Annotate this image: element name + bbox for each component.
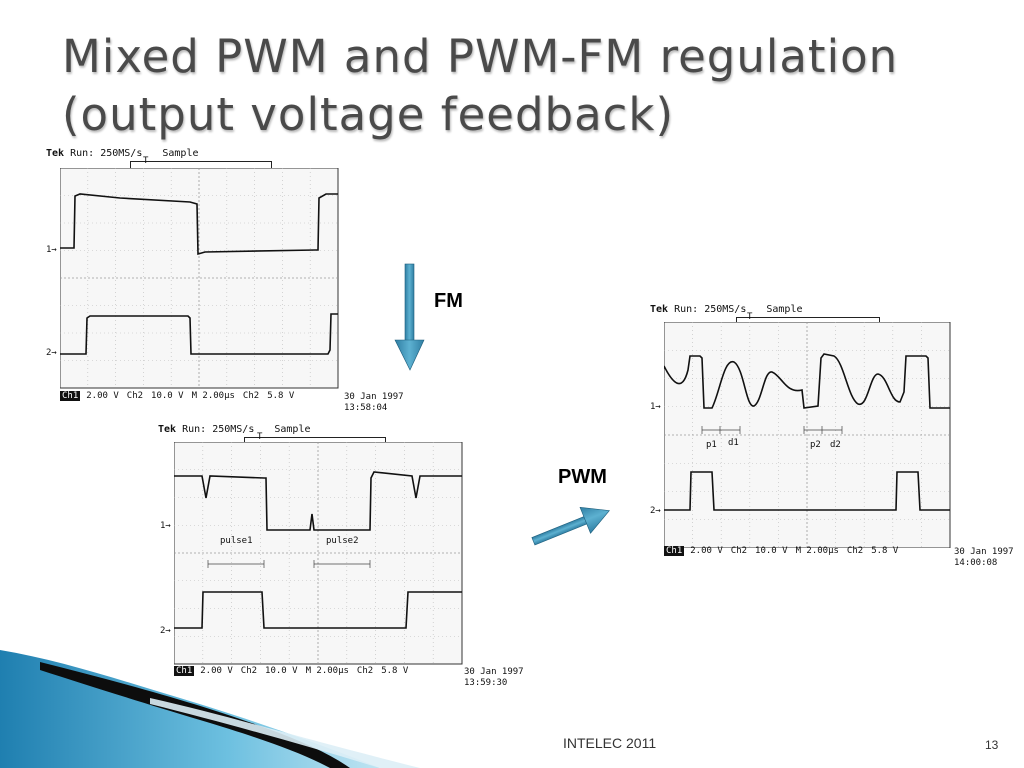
ch2-label: Ch2 <box>730 546 748 556</box>
trigger-source: Ch2 <box>356 666 374 676</box>
fm-arrow <box>394 263 425 371</box>
pulse1-label: pulse1 <box>220 536 253 546</box>
record-bracket: T <box>244 432 386 444</box>
ch1-badge: Ch1 <box>664 546 685 556</box>
ch2-level-marker: 2→ <box>46 348 57 358</box>
ch1-level-marker: 1→ <box>160 521 171 531</box>
capture-time: 14:00:08 <box>954 558 998 568</box>
scope-bottom-middle: Tek Run: 250MS/s Sample T 1→ 2→ pulse1 p… <box>158 424 538 694</box>
ch2-label: Ch2 <box>126 391 144 401</box>
pwm-arrow <box>531 506 610 546</box>
ch2-level-marker: 2→ <box>160 626 171 636</box>
scope-header: Tek Run: 250MS/s Sample <box>46 148 199 159</box>
ch2-level-marker: 2→ <box>650 506 661 516</box>
p2-label: p2 <box>810 440 821 450</box>
trigger-level: 5.8 V <box>381 666 409 676</box>
scope-settings: Ch1 2.00 V Ch2 10.0 V M 2.00µs Ch2 5.8 V <box>60 391 294 401</box>
ch1-waveform <box>664 353 950 409</box>
scope-top-left: Tek Run: 250MS/s Sample T 1→ 2→ Ch1 2.00 … <box>46 148 406 418</box>
tek-label: Tek <box>158 424 177 435</box>
record-bracket: T <box>736 312 880 324</box>
timebase: M 2.00µs <box>305 666 349 676</box>
ch2-label: Ch2 <box>240 666 258 676</box>
pulse2-label: pulse2 <box>326 536 359 546</box>
scope-timestamp: 30 Jan 1997 13:59:30 <box>464 667 524 689</box>
footer-conference: INTELEC 2011 <box>563 735 657 751</box>
capture-date: 30 Jan 1997 <box>464 667 524 677</box>
slide-title: Mixed PWM and PWM-FM regulation (output … <box>62 28 1002 144</box>
acq-mode: Sample <box>162 148 199 159</box>
ch1-waveform <box>60 193 338 256</box>
scope-timestamp: 30 Jan 1997 13:58:04 <box>344 392 404 414</box>
timebase: M 2.00µs <box>191 391 235 401</box>
scope-screen <box>174 442 463 665</box>
trigger-source: Ch2 <box>242 391 260 401</box>
scope-settings: Ch1 2.00 V Ch2 10.0 V M 2.00µs Ch2 5.8 V <box>174 666 408 676</box>
capture-date: 30 Jan 1997 <box>954 547 1014 557</box>
trigger-level: 5.8 V <box>871 546 899 556</box>
scope-right: Tek Run: 250MS/s Sample T 1→ 2→ p1 d1 p2… <box>650 304 1020 574</box>
ch1-scale: 2.00 V <box>200 666 233 676</box>
capture-date: 30 Jan 1997 <box>344 392 404 402</box>
acq-mode: Sample <box>766 304 803 315</box>
ch1-badge: Ch1 <box>174 666 195 676</box>
slide-title-line1: Mixed PWM and PWM-FM regulation <box>62 30 899 83</box>
fm-label: FM <box>434 290 463 312</box>
trigger-level: 5.8 V <box>267 391 295 401</box>
record-bracket: T <box>130 156 272 168</box>
tek-label: Tek <box>650 304 669 315</box>
tek-label: Tek <box>46 148 65 159</box>
page-number: 13 <box>985 738 999 752</box>
ch2-waveform <box>174 591 462 629</box>
trigger-source: Ch2 <box>846 546 864 556</box>
trigger-position-mark: T <box>747 312 753 322</box>
ch1-level-marker: 1→ <box>46 245 57 255</box>
ch2-scale: 10.0 V <box>151 391 184 401</box>
acq-mode: Sample <box>274 424 311 435</box>
scope-screen <box>60 168 339 389</box>
ch2-waveform <box>60 313 338 355</box>
ch1-level-marker: 1→ <box>650 402 661 412</box>
ch1-badge: Ch1 <box>60 391 81 401</box>
decorative-swoosh <box>0 650 420 768</box>
capture-time: 13:59:30 <box>464 678 508 688</box>
pwm-label: PWM <box>558 466 607 488</box>
trigger-position-mark: T <box>143 156 149 166</box>
trigger-position-mark: T <box>257 432 263 442</box>
p1-label: p1 <box>706 440 717 450</box>
scope-screen <box>664 322 951 548</box>
ch1-waveform <box>174 471 462 531</box>
run-rate: Run: 250MS/s <box>70 148 143 159</box>
ch1-scale: 2.00 V <box>86 391 119 401</box>
run-rate: Run: 250MS/s <box>182 424 255 435</box>
ch2-scale: 10.0 V <box>755 546 788 556</box>
run-rate: Run: 250MS/s <box>674 304 747 315</box>
ch1-scale: 2.00 V <box>690 546 723 556</box>
ch2-waveform <box>664 471 950 511</box>
scope-header: Tek Run: 250MS/s Sample <box>158 424 311 435</box>
slide-title-line2: (output voltage feedback) <box>62 88 674 141</box>
d2-label: d2 <box>830 440 841 450</box>
d1-label: d1 <box>728 438 739 448</box>
scope-settings: Ch1 2.00 V Ch2 10.0 V M 2.00µs Ch2 5.8 V <box>664 546 898 556</box>
capture-time: 13:58:04 <box>344 403 388 413</box>
scope-header: Tek Run: 250MS/s Sample <box>650 304 803 315</box>
ch2-scale: 10.0 V <box>265 666 298 676</box>
timebase: M 2.00µs <box>795 546 839 556</box>
scope-timestamp: 30 Jan 1997 14:00:08 <box>954 547 1014 569</box>
